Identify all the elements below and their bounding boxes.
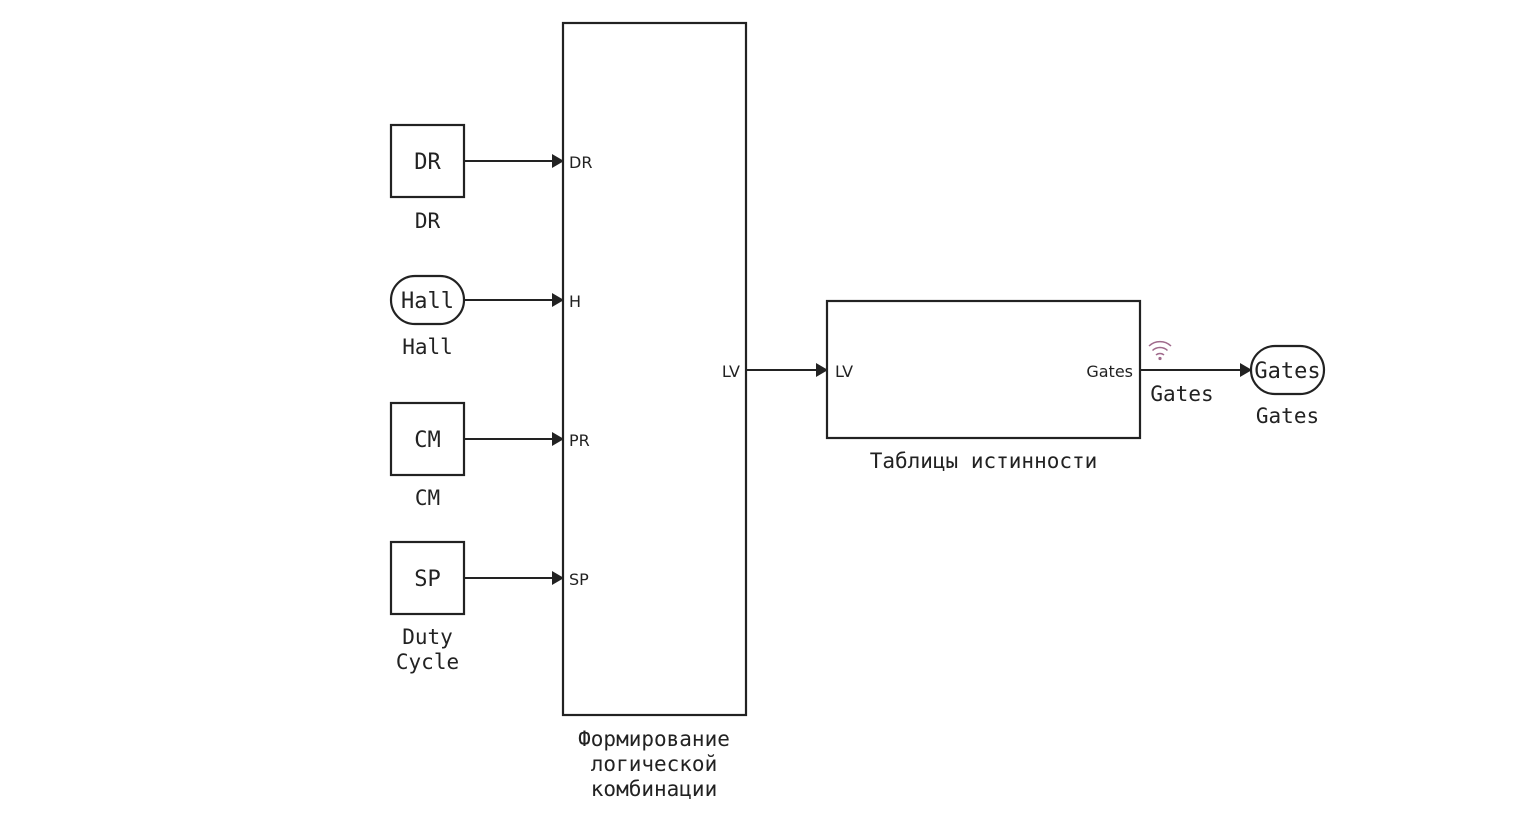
port-in-h: H (569, 292, 581, 311)
from-block-sp[interactable]: SP Duty Cycle (389, 540, 466, 674)
outport-gates-label: Gates (1254, 359, 1320, 384)
from-block-sp-caption-line1: Duty (402, 625, 453, 649)
wireless-signal-icon[interactable] (1148, 340, 1172, 361)
port-out-lv: LV (722, 362, 740, 381)
port-in-dr: DR (569, 153, 592, 172)
arrow-cm (552, 432, 564, 446)
inport-hall-label: Hall (401, 289, 454, 314)
arrow-sp (552, 571, 564, 585)
subsystem-logic-caption-line3: комбинации (591, 777, 717, 801)
arrow-lv (816, 363, 828, 377)
port-in-lv: LV (835, 362, 853, 381)
port-out-gates: Gates (1086, 362, 1133, 381)
arrow-dr (552, 154, 564, 168)
inport-hall-caption: Hall (402, 335, 453, 359)
from-block-cm-caption: CM (415, 486, 440, 510)
from-block-dr-caption: DR (415, 209, 441, 233)
signal-gates-label: Gates (1150, 382, 1213, 406)
subsystem-truth-tables[interactable]: LV Gates Таблицы истинности (825, 299, 1142, 473)
wires (464, 154, 1252, 585)
outport-gates[interactable]: Gates Gates (1249, 344, 1326, 428)
from-block-sp-caption-line2: Cycle (396, 650, 459, 674)
outport-gates-caption: Gates (1256, 404, 1319, 428)
port-in-sp: SP (569, 570, 589, 589)
subsystem-logic-combination[interactable]: DR H PR SP LV Формирование логической ко… (561, 21, 748, 801)
subsystem-truth-caption: Таблицы истинности (870, 449, 1098, 473)
from-block-cm-label: CM (414, 428, 441, 453)
from-block-sp-label: SP (414, 567, 441, 592)
inport-hall[interactable]: Hall Hall (389, 274, 466, 359)
subsystem-logic-caption-line2: логической (591, 752, 717, 776)
subsystem-logic-caption-line1: Формирование (578, 727, 730, 751)
from-block-dr[interactable]: DR DR (389, 123, 466, 233)
arrow-gates (1240, 363, 1252, 377)
port-in-pr: PR (569, 431, 590, 450)
from-block-cm[interactable]: CM CM (389, 401, 466, 510)
from-block-dr-label: DR (414, 150, 441, 175)
arrow-hall (552, 293, 564, 307)
